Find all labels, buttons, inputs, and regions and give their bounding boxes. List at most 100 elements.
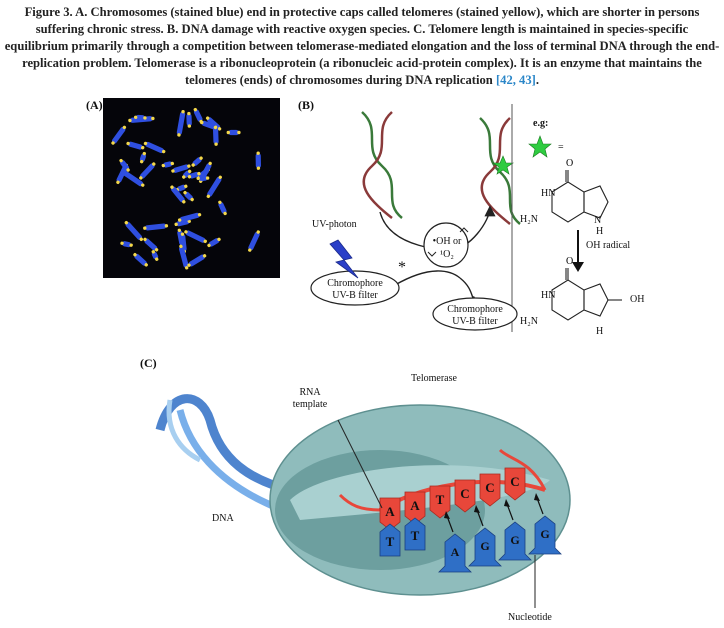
chromosome (187, 171, 201, 179)
telomere-dot (154, 248, 159, 252)
telomere-dot (203, 239, 207, 244)
template-base: T (429, 485, 451, 519)
telomere-dot (187, 219, 191, 223)
telomere-dot (181, 109, 185, 114)
chromophore-right-2: UV-B filter (452, 316, 498, 327)
telomere-dot (179, 244, 183, 249)
telomere-dot (193, 107, 198, 112)
telomere-dot (177, 218, 182, 222)
legend-star-icon (528, 135, 552, 158)
chromophore-right-1: Chromophore (447, 304, 503, 315)
chromosome (171, 164, 191, 173)
free-nucleotide-letter: G (540, 527, 549, 541)
telomere-dot (171, 169, 175, 173)
chromosome (218, 200, 227, 216)
template-base-letter: C (485, 480, 494, 495)
telomere-dot (174, 222, 178, 227)
chromosome (226, 129, 241, 136)
telomere-dot (184, 230, 188, 234)
telomere-dot (200, 120, 204, 125)
radical-label-1: •OH or (432, 236, 462, 247)
template-base-letter: A (385, 504, 395, 519)
chromosome (196, 175, 210, 181)
free-nucleotide-letter: G (510, 533, 519, 547)
telomere-dot (248, 248, 252, 252)
chromosome (139, 151, 147, 164)
chromosome (183, 190, 194, 202)
telomere-dot (142, 151, 147, 156)
chromosome (120, 241, 133, 248)
telomere-dot (143, 116, 147, 120)
insertion-arrow (506, 503, 514, 521)
free-nucleotide: A (438, 511, 472, 573)
telomere-dot (207, 243, 211, 248)
chromosome (161, 161, 175, 168)
chromosome (143, 237, 159, 252)
telomere-dot (177, 133, 181, 137)
caption-end: . (535, 73, 539, 87)
chromosome (151, 250, 159, 261)
telomere-dot (126, 168, 130, 172)
strand-base: T (379, 523, 401, 557)
svg-text:O: O (566, 158, 573, 169)
template-base: C (504, 467, 526, 501)
h-top: H (596, 226, 604, 237)
telomere-dot (151, 250, 155, 254)
telomere-dot (126, 141, 130, 146)
uv-photon-label: UV-photon (312, 219, 357, 230)
telomere-dot (170, 185, 174, 189)
telomere-dot (116, 180, 120, 184)
telomere-dot (214, 142, 218, 146)
svg-text:*: * (398, 259, 406, 276)
chromosome (119, 158, 130, 172)
telomere-dot (206, 194, 211, 199)
free-nucleotide: G (498, 499, 532, 561)
chromophore-left-1: Chromophore (327, 278, 383, 289)
telomere-dot (183, 190, 187, 195)
telomere-dot (161, 149, 166, 154)
telomere-dot (218, 175, 222, 179)
telomere-dot (152, 162, 156, 166)
template-base: C (479, 473, 501, 507)
template-base: A (404, 491, 426, 525)
chromosome (206, 175, 222, 199)
rna-template-label-2: template (292, 399, 328, 410)
telomere-dot (191, 163, 195, 167)
chromosome (124, 220, 143, 242)
strand-base-letter: T (411, 528, 420, 543)
rna-template-label-1: RNA (299, 387, 321, 398)
telomere-dot (170, 161, 175, 166)
insertion-arrow (536, 497, 544, 515)
template-base-letter: T (436, 492, 445, 507)
chromosome (255, 151, 261, 170)
telomere-dot (187, 263, 191, 267)
telomere-dot (182, 200, 186, 204)
chromosome (179, 244, 189, 270)
panel-b-label: (B) (298, 98, 314, 112)
chromosome (133, 114, 147, 121)
telomere-dot (139, 176, 143, 180)
hn-top: HN (541, 188, 556, 199)
h-bottom: H (596, 326, 604, 337)
telomere-dot (120, 241, 124, 245)
equals-sign: = (558, 142, 564, 153)
ros-damage-diagram: * O O (310, 104, 622, 332)
dna-helix-left (361, 111, 403, 219)
chromosome (200, 120, 218, 130)
radical-label-2: ¹O₂ (440, 249, 454, 260)
strand-base: T (404, 517, 426, 551)
telomere-dot (190, 197, 194, 202)
caption-references[interactable]: [42, 43] (495, 73, 536, 87)
chromosome-group (111, 107, 261, 270)
free-nucleotide: G (468, 505, 502, 567)
insertion-arrow (476, 509, 484, 527)
telomere-dot (208, 161, 212, 166)
telomere-dot (141, 145, 145, 150)
chromosome (126, 141, 145, 150)
insertion-arrow (446, 515, 454, 533)
figure-caption: Figure 3. A. Chromosomes (stained blue) … (4, 4, 720, 89)
chromosome (133, 253, 148, 267)
